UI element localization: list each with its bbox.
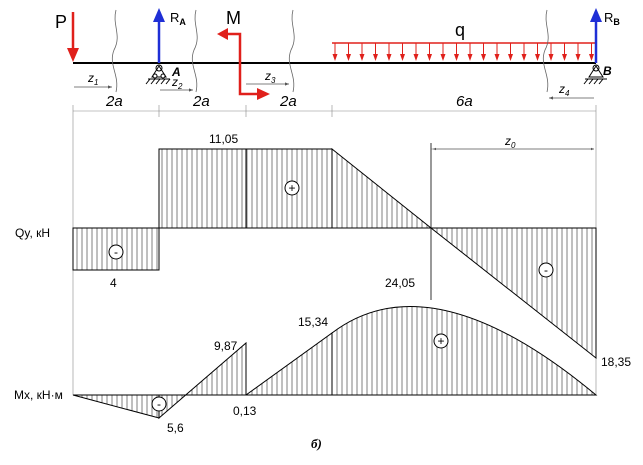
moment-value-max: 24,05 bbox=[385, 276, 415, 290]
q-arrow-head bbox=[548, 54, 554, 61]
moment-region-parabola bbox=[331, 306, 598, 396]
sign-minus-shear-1: - bbox=[108, 244, 124, 260]
load-p-arrow bbox=[67, 12, 79, 62]
q-arrow-head bbox=[481, 54, 486, 61]
q-arrow-head bbox=[575, 54, 581, 61]
reaction-a-arrow bbox=[153, 8, 165, 63]
label-z4: z4 bbox=[558, 82, 570, 98]
label-z0: z0 bbox=[504, 134, 516, 150]
section-cuts bbox=[111, 9, 549, 93]
label-rb: RB bbox=[604, 10, 620, 27]
span-3: 2a bbox=[279, 93, 297, 110]
moment-region-positive-1 bbox=[244, 332, 333, 396]
shear-region-positive-slope bbox=[331, 147, 433, 229]
q-arrow-head bbox=[589, 54, 594, 61]
q-arrow-head bbox=[413, 54, 419, 61]
svg-text:-: - bbox=[114, 245, 118, 259]
section-z-arrows bbox=[74, 82, 594, 100]
reaction-b-arrow bbox=[590, 8, 602, 63]
label-support-b: B bbox=[603, 64, 612, 78]
label-q: q bbox=[455, 20, 465, 40]
svg-text:-: - bbox=[544, 263, 548, 277]
shear-value-top: 11,05 bbox=[209, 132, 238, 146]
moment-region-negative bbox=[72, 394, 160, 419]
span-4: 6a bbox=[456, 93, 473, 110]
label-ra: RA bbox=[170, 10, 186, 27]
figure-caption: б) bbox=[311, 436, 322, 451]
sign-minus-moment: - bbox=[151, 396, 167, 412]
q-arrow-head bbox=[386, 54, 392, 61]
q-arrow-head bbox=[400, 54, 405, 61]
q-arrow-head bbox=[467, 54, 473, 61]
q-arrow-head bbox=[454, 54, 459, 61]
span-1: 2a bbox=[105, 93, 123, 110]
span-2: 2a bbox=[192, 93, 210, 110]
q-arrow-head bbox=[346, 54, 351, 61]
moment-m-arrow bbox=[217, 28, 270, 100]
q-arrow-head bbox=[373, 54, 378, 61]
q-arrow-head bbox=[494, 54, 500, 61]
q-arrow-head bbox=[427, 54, 432, 61]
support-b bbox=[583, 64, 607, 85]
moment-value-low: 0,13 bbox=[233, 404, 257, 418]
moment-value-end: 18,35 bbox=[601, 355, 631, 369]
q-arrow-head bbox=[562, 54, 567, 61]
sign-plus-moment: + bbox=[433, 333, 449, 349]
moment-value-c: 15,34 bbox=[298, 315, 328, 329]
support-a bbox=[145, 64, 171, 85]
svg-text:+: + bbox=[437, 334, 444, 348]
moment-value-jump: 9,87 bbox=[214, 339, 238, 353]
svg-text:+: + bbox=[288, 181, 295, 195]
q-arrow-head bbox=[521, 54, 527, 61]
q-arrow-head bbox=[359, 54, 365, 61]
distributed-load-q bbox=[332, 42, 596, 61]
q-arrow-head bbox=[440, 54, 446, 61]
label-support-a: A bbox=[171, 65, 181, 79]
label-z2: z2 bbox=[171, 75, 183, 91]
q-arrow-head bbox=[332, 54, 338, 61]
label-p: P bbox=[55, 12, 67, 32]
label-z1: z1 bbox=[87, 71, 98, 87]
sign-minus-shear-2: - bbox=[538, 262, 554, 278]
sign-plus-shear: + bbox=[284, 180, 300, 196]
q-arrow-head bbox=[508, 54, 513, 61]
moment-value-min: 5,6 bbox=[167, 421, 184, 435]
shear-axis-label: Qy, кН bbox=[15, 226, 50, 240]
q-arrow-head bbox=[535, 54, 540, 61]
label-m: M bbox=[226, 8, 241, 28]
moment-axis-label: Mx, кН·м bbox=[14, 388, 63, 402]
svg-text:-: - bbox=[157, 397, 161, 411]
label-z3: z3 bbox=[264, 69, 276, 85]
shear-value-neg: 4 bbox=[110, 276, 117, 290]
